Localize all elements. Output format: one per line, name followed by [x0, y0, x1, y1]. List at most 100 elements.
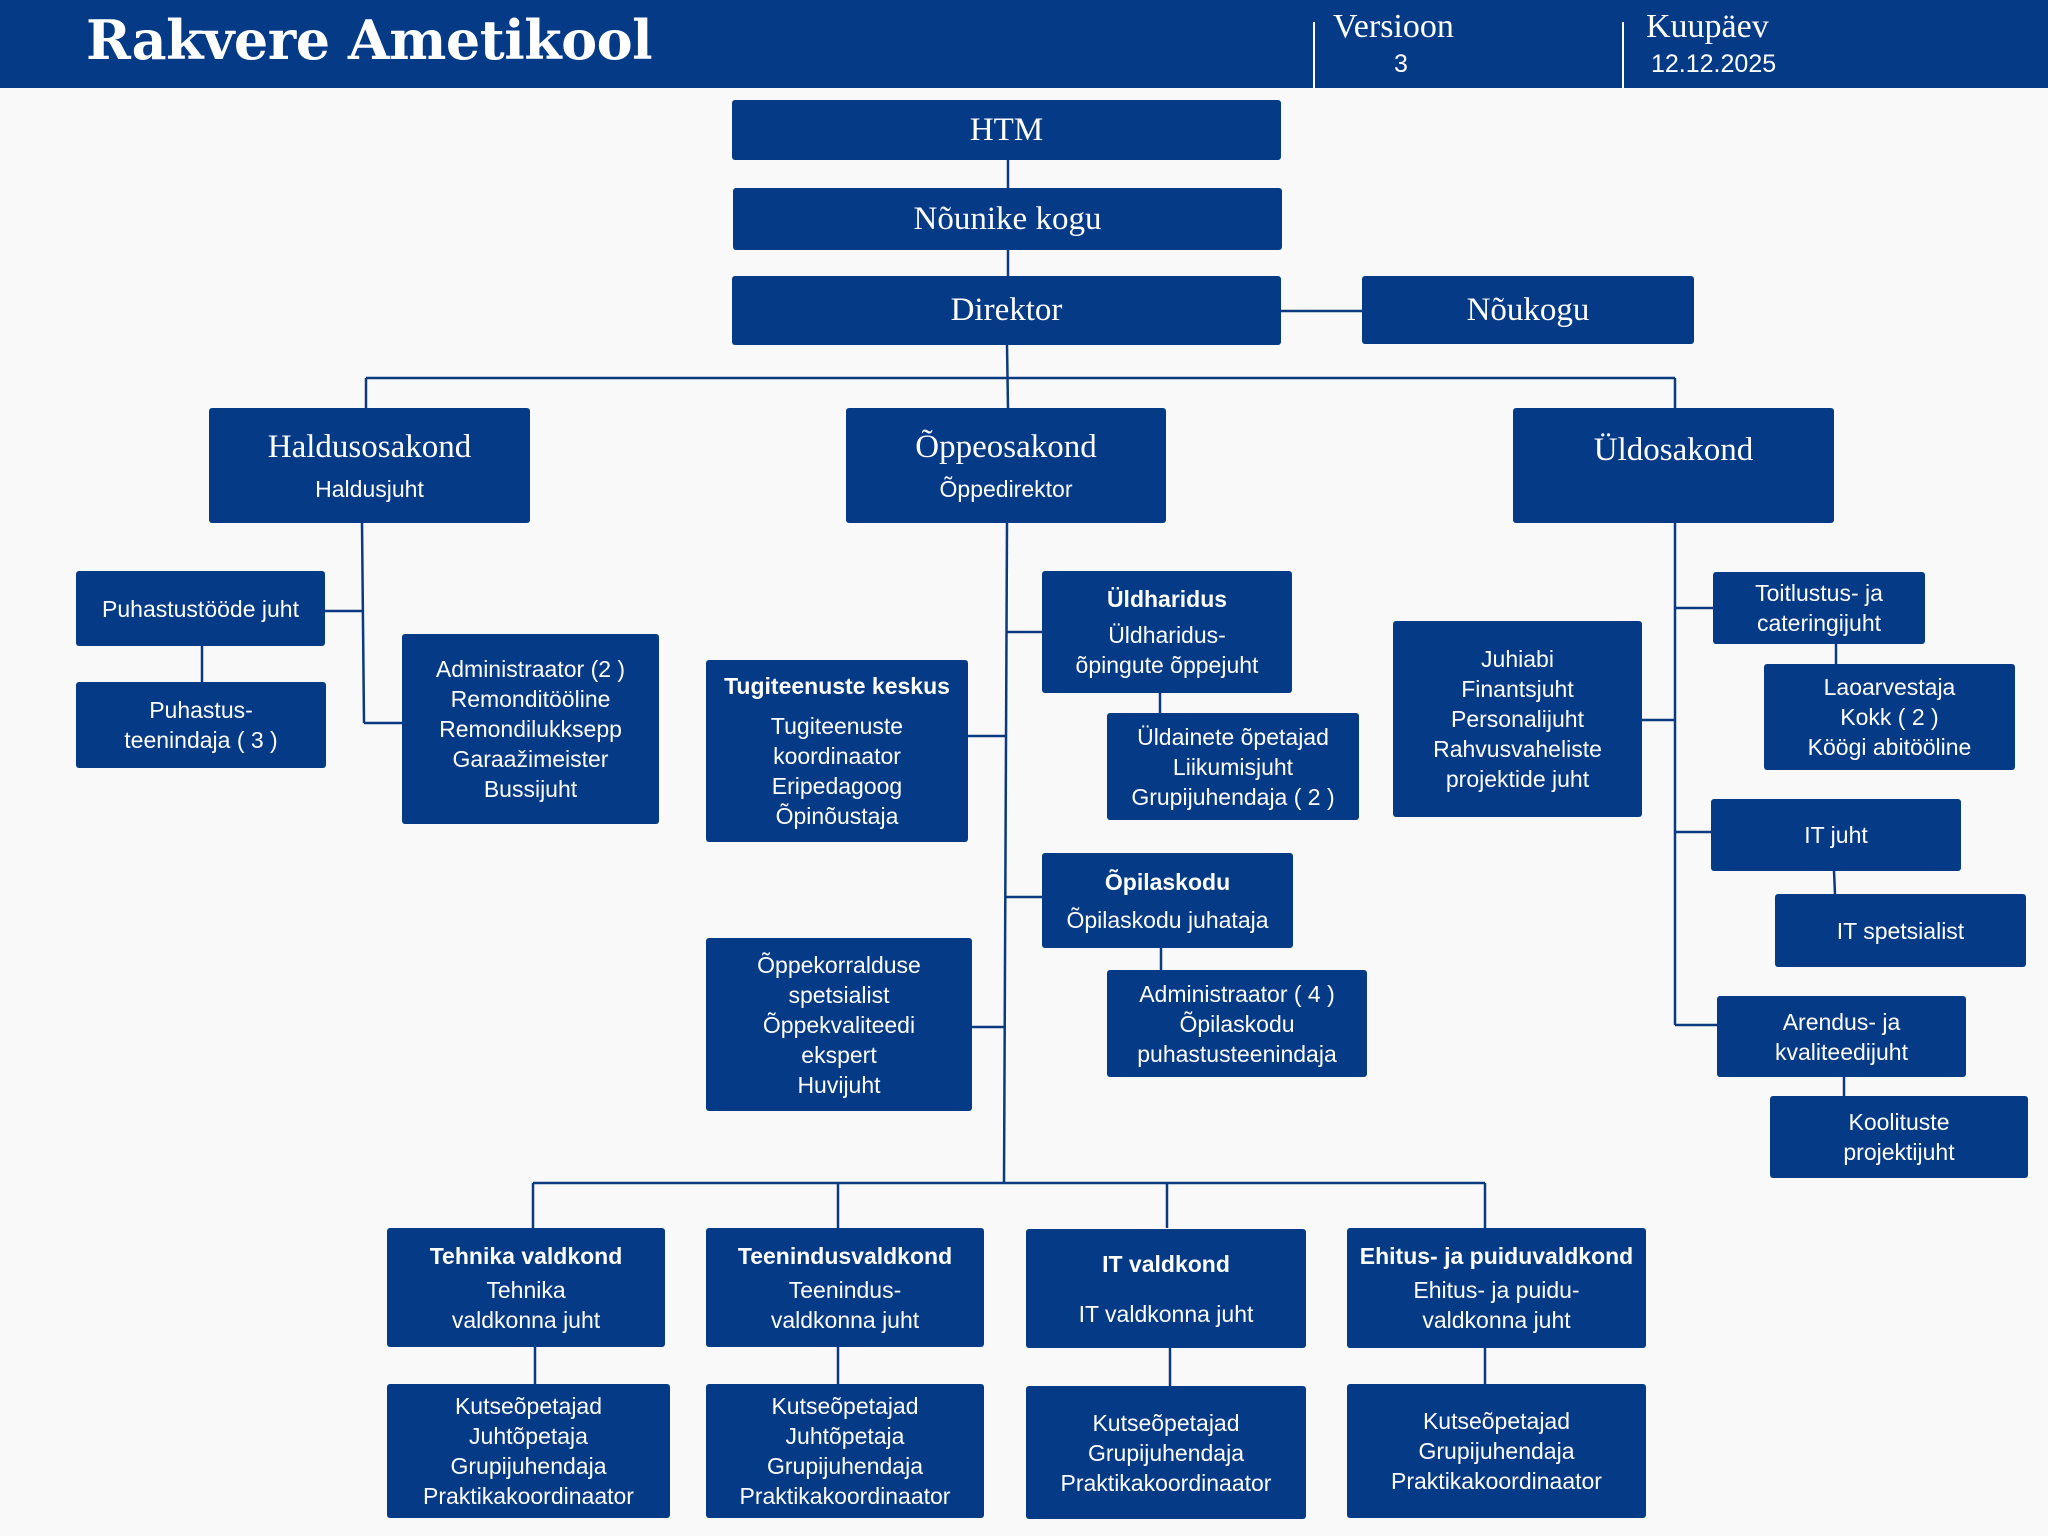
field-head-line: Teenindus- — [788, 1276, 902, 1303]
field-staff-ehitus[interactable]: Kutseõpetajad Grupijuhendaja Praktikakoo… — [1347, 1384, 1646, 1518]
study-organisation-box[interactable]: Õppekorralduse spetsialist Õppekvaliteed… — [706, 938, 972, 1111]
unit-line: Juhiabi — [1481, 646, 1554, 672]
unit-line: Eripedagoog — [771, 773, 903, 799]
general-staff-box[interactable]: Üldainete õpetajad Liikumisjuht Grupijuh… — [1107, 713, 1359, 820]
department-head: Haldusjuht — [315, 475, 424, 502]
department-oppe[interactable]: Õppeosakond Õppedirektor — [846, 408, 1166, 523]
development-head-box[interactable]: Arendus- ja kvaliteedijuht — [1717, 996, 1966, 1077]
unit-line: spetsialist — [788, 981, 890, 1008]
department-name: Üldosakond — [1593, 432, 1754, 468]
school-title: Rakvere Ametikool — [86, 8, 653, 72]
unit-line: Rahvusvaheliste — [1433, 736, 1602, 762]
dormitory-box[interactable]: Õpilaskodu Õpilaskodu juhataja — [1042, 853, 1293, 948]
cleaners-box[interactable]: Puhastus- teenindaja ( 3 ) — [76, 682, 326, 768]
unit-line: Puhastus- — [149, 697, 253, 723]
field-title: Ehitus- ja puiduvaldkond — [1359, 1243, 1634, 1269]
unit-line: Koolituste — [1848, 1109, 1950, 1135]
unit-line: Õpilaskodu — [1179, 1010, 1295, 1037]
staff-line: Praktikakoordinaator — [1391, 1468, 1602, 1494]
support-center-box[interactable]: Tugiteenuste keskus Tugiteenuste koordin… — [706, 660, 968, 842]
date-value: 12.12.2025 — [1651, 50, 1777, 78]
field-box-it[interactable]: IT valdkond IT valdkonna juht — [1026, 1229, 1306, 1348]
department-head: Õppedirektor — [939, 475, 1073, 502]
department-name: Haldusosakond — [267, 428, 472, 465]
unit-line: Liikumisjuht — [1172, 753, 1294, 780]
htm-box[interactable]: HTM — [732, 100, 1281, 160]
director-label: Direktor — [950, 292, 1063, 328]
cleaning-head-box[interactable]: Puhastustööde juht — [76, 571, 325, 646]
general-education-box[interactable]: Üldharidus Üldharidus- õpingute õppejuht — [1042, 571, 1292, 693]
unit-line: Bussijuht — [483, 776, 578, 802]
advisory-council-box[interactable]: Nõunike kogu — [733, 188, 1282, 250]
field-staff-tehnika[interactable]: Kutseõpetajad Juhtõpetaja Grupijuhendaja… — [387, 1384, 670, 1518]
staff-line: Juhtõpetaja — [785, 1423, 905, 1449]
it-head-box[interactable]: IT juht — [1711, 799, 1961, 871]
unit-line: puhastusteenindaja — [1137, 1040, 1337, 1067]
unit-line: cateringijuht — [1756, 610, 1882, 636]
department-uld[interactable]: Üldosakond — [1513, 408, 1834, 523]
unit-line: Huvijuht — [797, 1071, 881, 1098]
staff-line: Kutseõpetajad — [1092, 1409, 1240, 1436]
staff-line: Praktikakoordinaator — [739, 1483, 951, 1509]
unit-label: IT juht — [1804, 822, 1868, 848]
version-label: Versioon — [1333, 8, 1454, 45]
staff-line: Juhtõpetaja — [469, 1423, 588, 1449]
unit-line: Õppekvaliteedi — [762, 1011, 916, 1038]
unit-line: Õpilaskodu juhataja — [1066, 906, 1269, 933]
field-box-tehnika[interactable]: Tehnika valdkond Tehnika valdkonna juht — [387, 1228, 665, 1347]
department-name: Õppeosakond — [915, 428, 1097, 465]
unit-line: Laoarvestaja — [1823, 674, 1956, 700]
unit-line: projektide juht — [1445, 766, 1590, 792]
field-head-line: valdkonna juht — [451, 1306, 601, 1333]
field-head-line: Ehitus- ja puidu- — [1413, 1277, 1580, 1303]
field-box-ehitus[interactable]: Ehitus- ja puiduvaldkond Ehitus- ja puid… — [1347, 1228, 1646, 1348]
unit-line: Köögi abitööline — [1807, 734, 1972, 760]
training-manager-box[interactable]: Koolituste projektijuht — [1770, 1096, 2028, 1178]
staff-line: Grupijuhendaja — [1087, 1439, 1244, 1466]
unit-line: Administraator ( 4 ) — [1139, 980, 1335, 1007]
unit-line: Õpinõustaja — [775, 803, 899, 829]
unit-line: Remondilukksepp — [439, 716, 622, 742]
unit-line: Kokk ( 2 ) — [1840, 704, 1939, 730]
field-head-line: IT valdkonna juht — [1078, 1300, 1254, 1327]
haldus-staff-box[interactable]: Administraator (2 ) Remonditööline Remon… — [402, 634, 659, 824]
unit-line: teenindaja ( 3 ) — [124, 727, 278, 753]
field-head-line: valdkonna juht — [1422, 1307, 1571, 1333]
field-staff-teenindus[interactable]: Kutseõpetajad Juhtõpetaja Grupijuhendaja… — [706, 1384, 984, 1518]
unit-line: projektijuht — [1843, 1139, 1955, 1165]
field-head-line: valdkonna juht — [770, 1306, 920, 1333]
htm-label: HTM — [969, 111, 1044, 148]
field-title: Teenindusvaldkond — [737, 1242, 953, 1269]
unit-line: Üldainete õpetajad — [1137, 723, 1329, 750]
unit-line: Grupijuhendaja ( 2 ) — [1131, 783, 1335, 810]
it-specialist-box[interactable]: IT spetsialist — [1775, 894, 2026, 967]
director-box[interactable]: Direktor — [732, 276, 1281, 345]
staff-line: Kutseõpetajad — [771, 1393, 919, 1419]
field-title: IT valdkond — [1102, 1250, 1230, 1277]
unit-label: IT spetsialist — [1836, 917, 1965, 944]
unit-line: Remonditööline — [450, 686, 611, 712]
department-haldus[interactable]: Haldusosakond Haldusjuht — [209, 408, 530, 523]
unit-title: Tugiteenuste keskus — [724, 673, 950, 699]
dormitory-staff-box[interactable]: Administraator ( 4 ) Õpilaskodu puhastus… — [1107, 970, 1367, 1077]
unit-title: Üldharidus — [1106, 586, 1228, 612]
council-box[interactable]: Nõukogu — [1362, 276, 1694, 344]
header-divider — [1622, 22, 1624, 88]
catering-staff-box[interactable]: Laoarvestaja Kokk ( 2 ) Köögi abitööline — [1764, 664, 2015, 770]
field-box-teenindus[interactable]: Teenindusvaldkond Teenindus- valdkonna j… — [706, 1228, 984, 1347]
staff-line: Praktikakoordinaator — [423, 1483, 634, 1509]
unit-line: Personalijuht — [1451, 706, 1584, 732]
unit-line: Finantsjuht — [1461, 676, 1574, 702]
unit-line: koordinaator — [773, 743, 901, 769]
field-staff-it[interactable]: Kutseõpetajad Grupijuhendaja Praktikakoo… — [1026, 1386, 1306, 1519]
unit-line: Tugiteenuste — [770, 713, 904, 739]
advisory-council-label: Nõunike kogu — [913, 200, 1102, 237]
staff-line: Kutseõpetajad — [454, 1393, 603, 1419]
staff-line: Praktikakoordinaator — [1060, 1469, 1272, 1496]
catering-head-box[interactable]: Toitlustus- ja cateringijuht — [1713, 572, 1925, 644]
office-staff-box[interactable]: Juhiabi Finantsjuht Personalijuht Rahvus… — [1393, 621, 1642, 817]
unit-line: Administraator (2 ) — [435, 656, 626, 682]
staff-line: Grupijuhendaja — [766, 1453, 923, 1479]
council-label: Nõukogu — [1466, 291, 1590, 328]
